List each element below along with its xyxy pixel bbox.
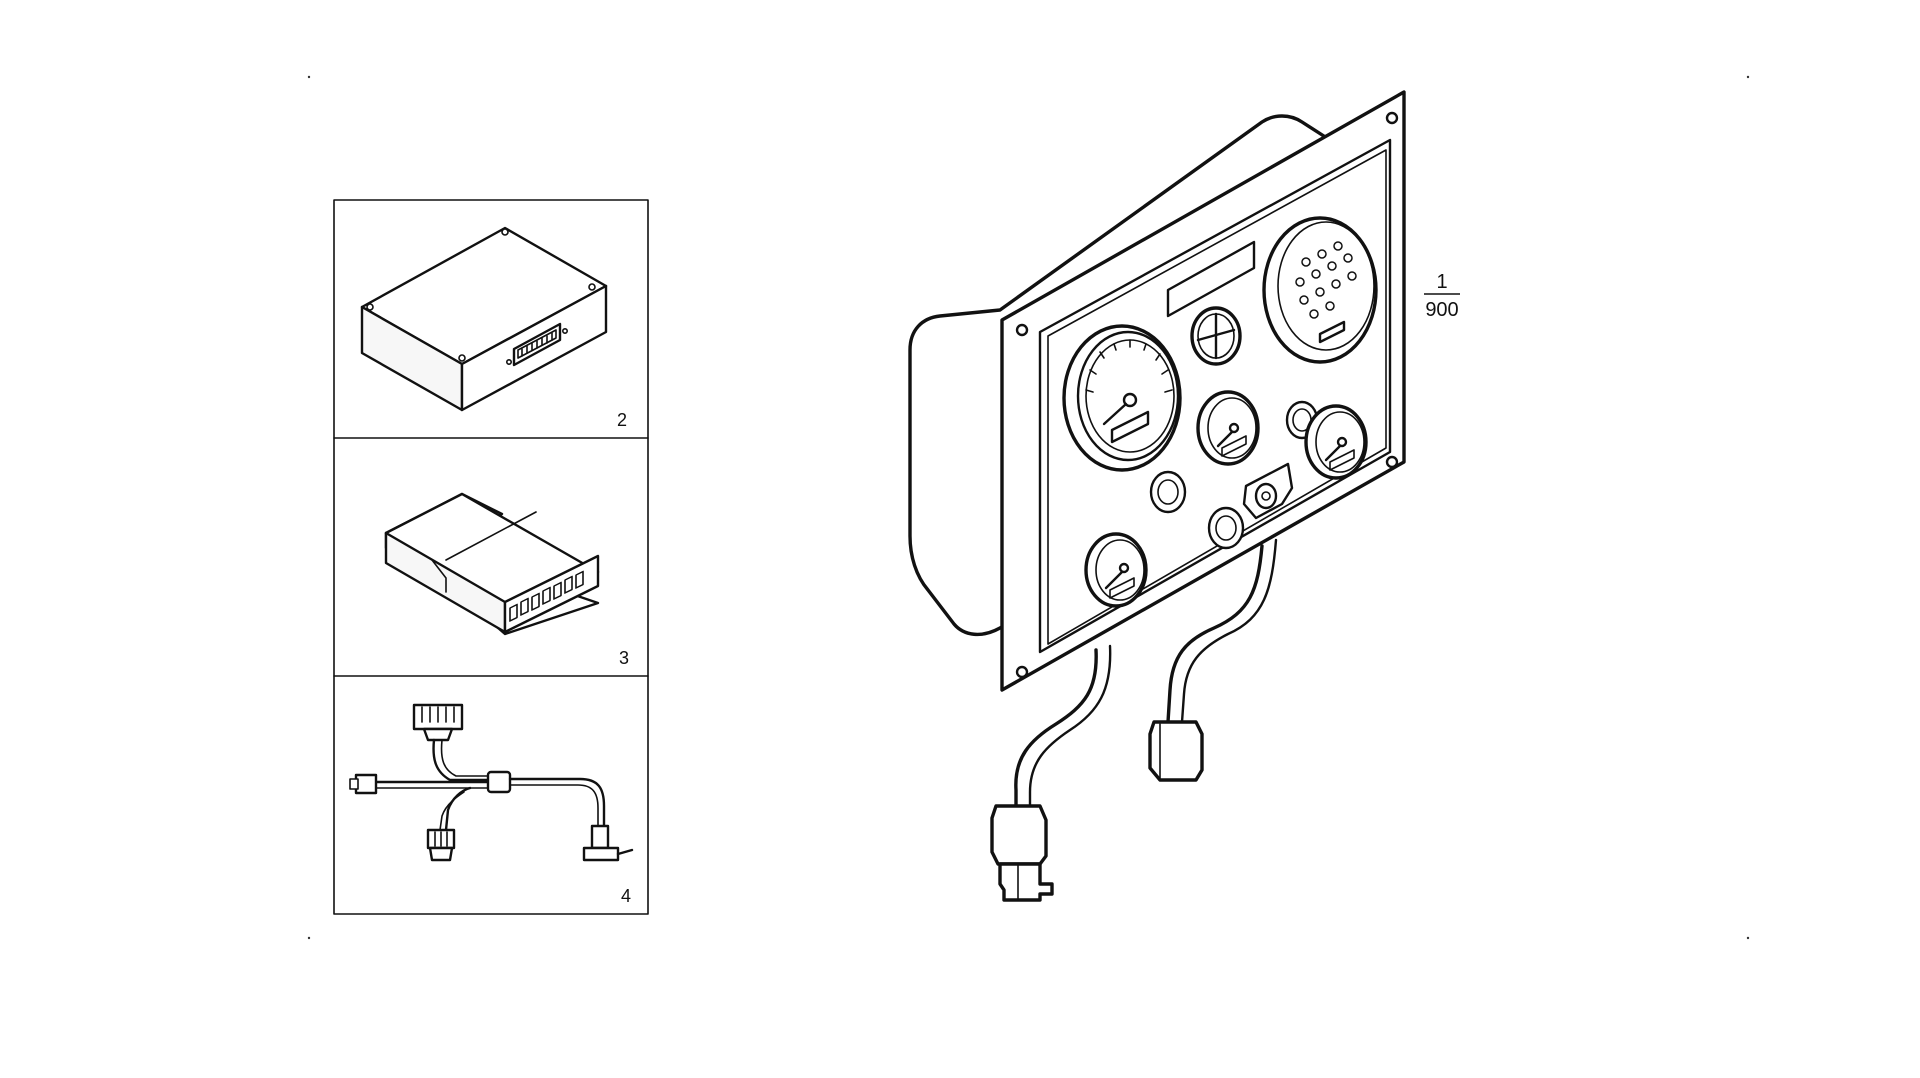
panel-label-wiring-harness: 4 [621,886,631,906]
control-unit-box [360,226,608,412]
callout-number-top: 1 [1436,271,1447,293]
parts-panel-frame [333,199,649,915]
instrument-panel-assembly [908,90,1406,902]
panel-label-connector-block: 3 [619,648,629,668]
registration-marks [307,75,1750,940]
panel-label-control-unit: 2 [617,410,627,430]
connector-block [384,492,600,636]
callout-number-bottom: 900 [1425,299,1458,321]
wiring-harness [349,703,634,862]
main-assembly-callout: 1 900 [1424,271,1460,321]
